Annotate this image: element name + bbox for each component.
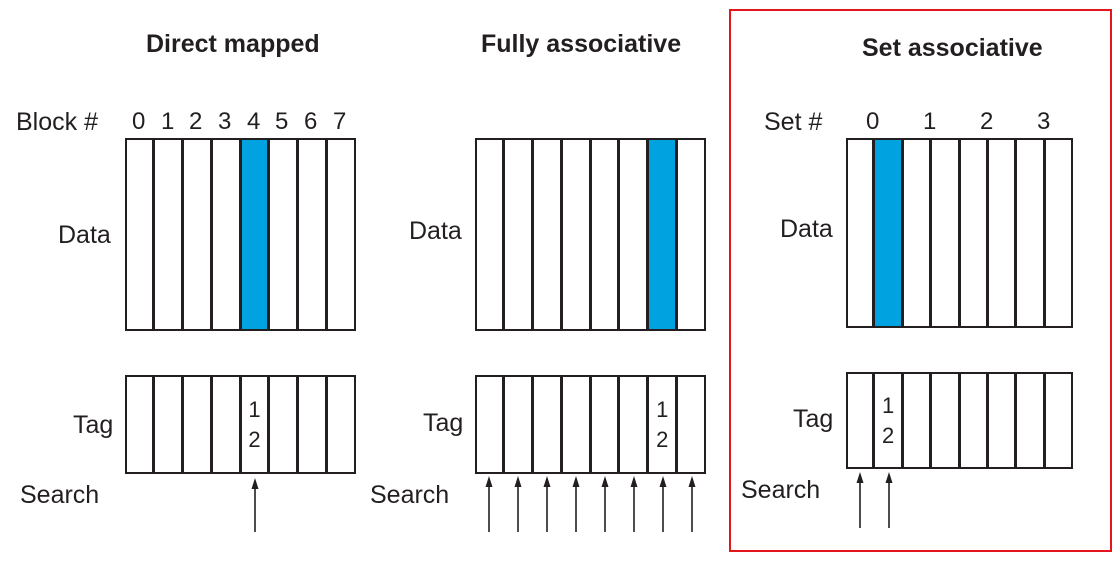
- set-associative-highlight-frame: [729, 9, 1112, 552]
- set-index: 2: [980, 108, 994, 135]
- data-cell: [297, 138, 328, 331]
- tag-cell: [210, 375, 241, 474]
- data-cell: [618, 138, 649, 331]
- set-data-label: Data: [780, 215, 833, 243]
- data-cell: [502, 138, 533, 331]
- block-index: 6: [304, 108, 318, 135]
- tag-digit: 1: [656, 396, 669, 422]
- search-arrow: [686, 476, 698, 532]
- search-arrow: [854, 472, 866, 528]
- fully-search-label: Search: [370, 481, 450, 509]
- data-cell: [930, 138, 960, 328]
- tag-cell: [125, 375, 154, 474]
- set-number-label: Set #: [764, 108, 823, 136]
- fully-data-label: Data: [409, 217, 462, 245]
- block-index: 0: [132, 108, 146, 135]
- block-index: 2: [189, 108, 203, 135]
- search-arrow: [657, 476, 669, 532]
- data-cell: [152, 138, 183, 331]
- set-search-label: Search: [741, 476, 821, 504]
- tag-cell: [676, 375, 706, 474]
- data-cell: [901, 138, 932, 328]
- search-arrow: [249, 478, 261, 532]
- fully-tag-label: Tag: [423, 409, 464, 437]
- tag-digit: 1: [248, 396, 261, 422]
- tag-cell: [589, 375, 620, 474]
- search-arrow: [512, 476, 524, 532]
- tag-cell: [901, 372, 932, 469]
- direct-mapped-title: Direct mapped: [146, 30, 320, 58]
- data-cell: [958, 138, 988, 328]
- tag-cell: [502, 375, 533, 474]
- tag-cell: [930, 372, 960, 469]
- search-arrow: [570, 476, 582, 532]
- tag-cell: [618, 375, 649, 474]
- block-index: 1: [161, 108, 175, 135]
- data-cell-highlighted: [647, 138, 678, 331]
- search-arrow: [628, 476, 640, 532]
- data-cell: [531, 138, 562, 331]
- block-index: 5: [275, 108, 289, 135]
- tag-cell: [326, 375, 356, 474]
- tag-digit: 2: [248, 426, 261, 452]
- set-index: 0: [866, 108, 880, 135]
- tag-digit: 2: [881, 422, 895, 448]
- data-cell: [181, 138, 212, 331]
- data-cell: [475, 138, 504, 331]
- tag-cell: [268, 375, 299, 474]
- tag-cell: [531, 375, 562, 474]
- direct-search-label: Search: [20, 481, 100, 509]
- data-cell: [560, 138, 591, 331]
- tag-cell: [560, 375, 591, 474]
- data-cell: [268, 138, 299, 331]
- data-cell: [125, 138, 154, 331]
- tag-cell: [846, 372, 875, 469]
- data-cell-highlighted: [239, 138, 270, 331]
- data-cell: [210, 138, 241, 331]
- tag-digit: 2: [656, 426, 669, 452]
- tag-cell: [1043, 372, 1073, 469]
- block-index: 4: [247, 108, 261, 135]
- tag-cell: [297, 375, 328, 474]
- tag-digit: 1: [881, 392, 895, 418]
- tag-cell: [1015, 372, 1045, 469]
- data-cell: [589, 138, 620, 331]
- block-index: 7: [333, 108, 347, 135]
- set-index: 3: [1037, 108, 1051, 135]
- block-index: 3: [218, 108, 232, 135]
- tag-cell: [181, 375, 212, 474]
- data-cell: [326, 138, 356, 331]
- block-number-label: Block #: [16, 108, 98, 136]
- data-cell-highlighted: [873, 138, 903, 328]
- data-cell: [1043, 138, 1073, 328]
- tag-cell: [986, 372, 1017, 469]
- set-tag-label: Tag: [793, 405, 834, 433]
- search-arrow: [599, 476, 611, 532]
- direct-tag-label: Tag: [73, 411, 114, 439]
- fully-associative-title: Fully associative: [481, 30, 682, 58]
- tag-cell: [475, 375, 504, 474]
- data-cell: [676, 138, 706, 331]
- direct-data-label: Data: [58, 221, 111, 249]
- search-arrow: [883, 472, 895, 528]
- set-index: 1: [923, 108, 937, 135]
- search-arrow: [541, 476, 553, 532]
- data-cell: [986, 138, 1017, 328]
- tag-cell: [152, 375, 183, 474]
- data-cell: [1015, 138, 1045, 328]
- set-associative-title: Set associative: [862, 34, 1043, 62]
- search-arrow: [483, 476, 495, 532]
- data-cell: [846, 138, 875, 328]
- tag-cell: [958, 372, 988, 469]
